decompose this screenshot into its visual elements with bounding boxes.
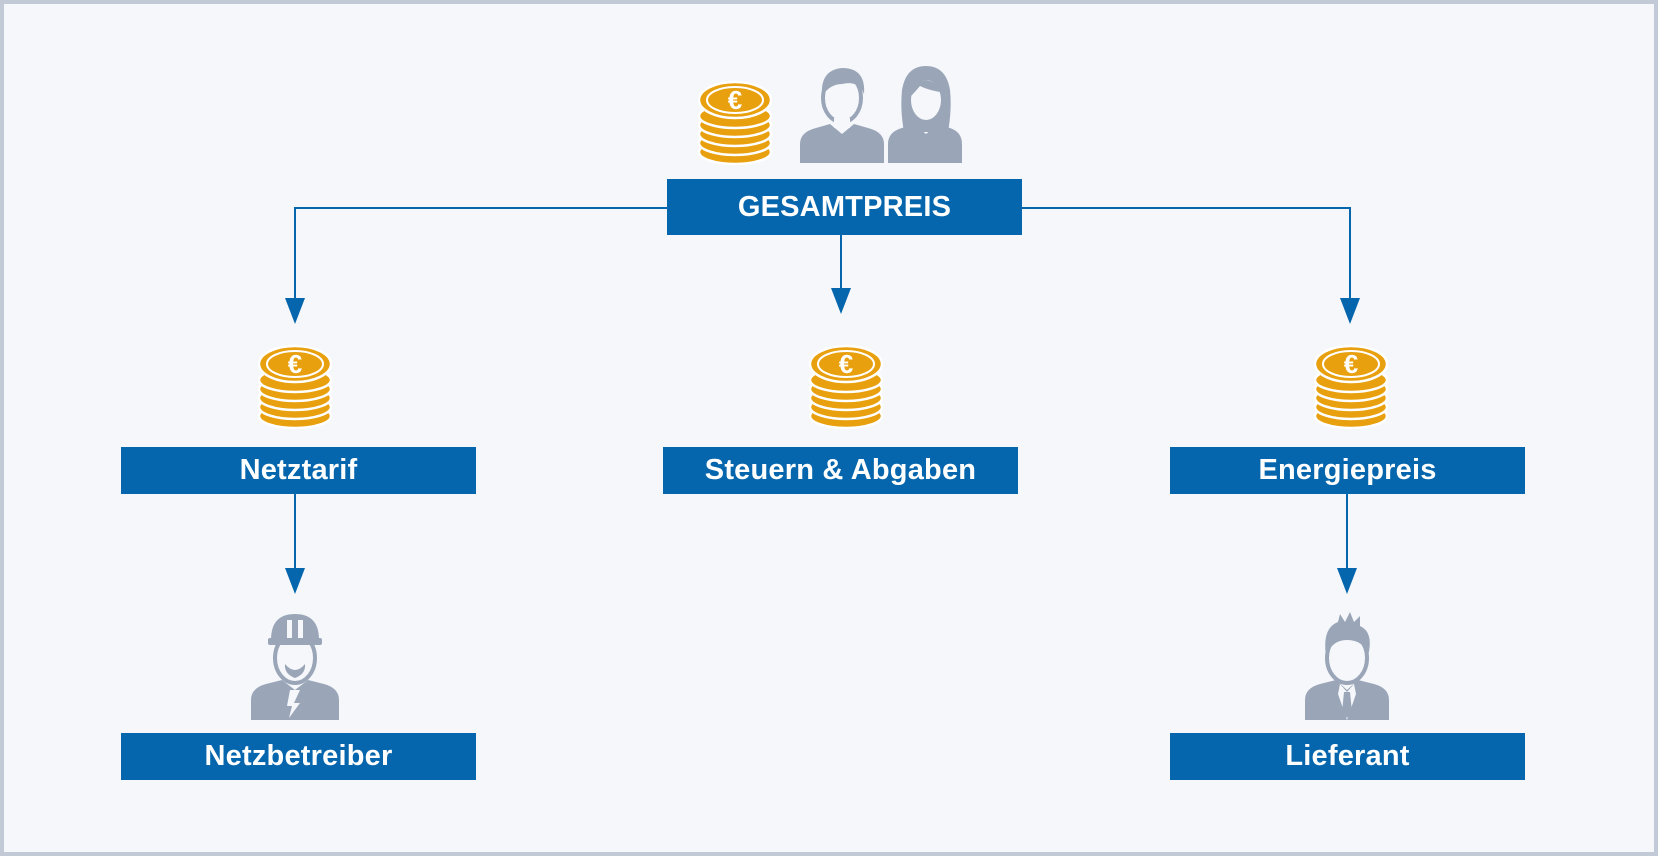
netzbetreiber-box: Netzbetreiber <box>121 733 476 780</box>
arrowhead-lieferant <box>1337 568 1357 594</box>
connector-root-energiepreis <box>1020 207 1351 300</box>
arrowhead-netzbetreiber <box>285 568 305 594</box>
euro-coins-icon <box>808 344 884 430</box>
euro-coins-icon <box>1313 344 1389 430</box>
steuern-abgaben-box: Steuern & Abgaben <box>663 447 1018 494</box>
woman-icon <box>888 66 962 163</box>
arrowhead-steuern <box>831 288 851 314</box>
energiepreis-box: Energiepreis <box>1170 447 1525 494</box>
netztarif-box: Netztarif <box>121 447 476 494</box>
arrowhead-energiepreis <box>1340 298 1360 324</box>
arrowhead-netztarif <box>285 298 305 324</box>
man-icon <box>800 68 884 163</box>
euro-coins-icon <box>697 80 773 166</box>
businessman-icon <box>1305 612 1389 720</box>
connector-root-netztarif <box>294 207 667 300</box>
euro-coins-icon <box>257 344 333 430</box>
gesamtpreis-box: GESAMTPREIS <box>667 179 1022 235</box>
lieferant-box: Lieferant <box>1170 733 1525 780</box>
worker-hardhat-icon <box>251 614 339 720</box>
